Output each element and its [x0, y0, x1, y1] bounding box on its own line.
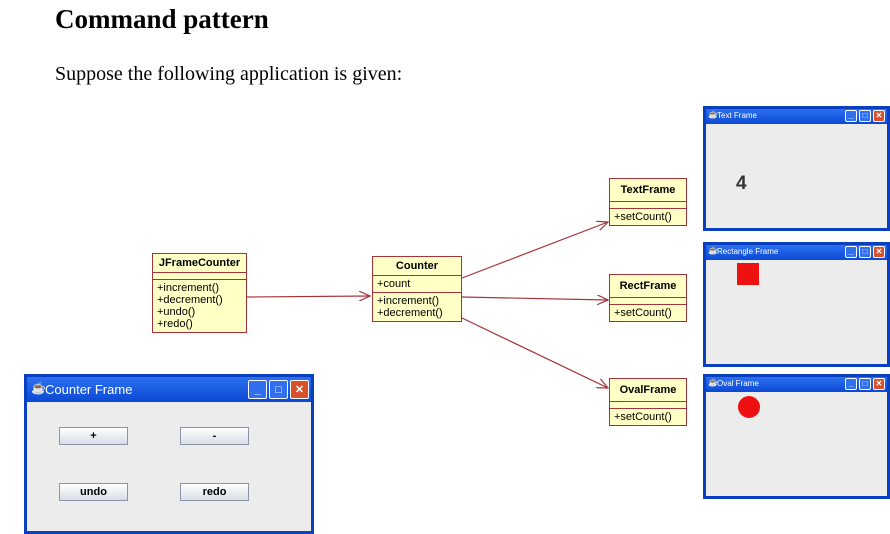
methods-section: +setCount()	[610, 209, 686, 225]
count-value: 4	[736, 173, 747, 194]
uml-class-textframe: TextFrame +setCount()	[609, 178, 687, 226]
window-title: Oval Frame	[717, 379, 759, 388]
arrow-counter-to-ovalframe	[461, 317, 608, 388]
method: +increment()	[377, 295, 440, 307]
close-icon[interactable]: ✕	[873, 246, 885, 258]
attributes-section: +count	[373, 276, 461, 293]
method: +setCount()	[614, 411, 672, 423]
class-name: TextFrame	[610, 179, 686, 202]
uml-class-counter: Counter +count +increment() +decrement()	[372, 256, 462, 322]
redo-button[interactable]: redo	[180, 483, 249, 501]
title-bar[interactable]: ☕ Counter Frame _ □ ✕	[27, 377, 311, 402]
method: +setCount()	[614, 307, 672, 319]
window-title: Counter Frame	[45, 382, 133, 397]
java-cup-icon: ☕	[708, 378, 718, 387]
maximize-icon[interactable]: □	[859, 110, 871, 122]
maximize-icon[interactable]: □	[269, 380, 288, 399]
methods-section: +increment() +decrement() +undo() +redo(…	[153, 280, 246, 332]
java-cup-icon: ☕	[708, 246, 718, 255]
class-name: OvalFrame	[610, 379, 686, 402]
minimize-icon[interactable]: _	[845, 246, 857, 258]
title-bar[interactable]: ☕ Oval Frame _ □ ✕	[706, 377, 887, 392]
intro-text: Suppose the following application is giv…	[55, 63, 403, 85]
increment-button[interactable]: +	[59, 427, 128, 445]
oval-frame-window: ☕ Oval Frame _ □ ✕	[703, 374, 890, 499]
method: +increment()	[157, 282, 220, 294]
uml-class-rectframe: RectFrame +setCount()	[609, 274, 687, 322]
minimize-icon[interactable]: _	[845, 378, 857, 390]
maximize-icon[interactable]: □	[859, 378, 871, 390]
uml-class-ovalframe: OvalFrame +setCount()	[609, 378, 687, 426]
java-cup-icon: ☕	[708, 110, 718, 119]
red-oval	[738, 396, 760, 418]
title-bar[interactable]: ☕ Rectangle Frame _ □ ✕	[706, 245, 887, 260]
method: +redo()	[157, 318, 193, 330]
method: +decrement()	[157, 294, 223, 306]
attribute: +count	[377, 278, 411, 290]
text-frame-window: ☕ Text Frame _ □ ✕ 4	[703, 106, 890, 231]
close-icon[interactable]: ✕	[290, 380, 309, 399]
arrow-counter-to-rectframe	[461, 297, 608, 300]
arrow-jframecounter-to-counter	[246, 296, 370, 297]
red-rectangle	[737, 263, 759, 285]
methods-section: +increment() +decrement()	[373, 293, 461, 321]
title-bar[interactable]: ☕ Text Frame _ □ ✕	[706, 109, 887, 124]
attributes-section	[610, 202, 686, 209]
minimize-icon[interactable]: _	[248, 380, 267, 399]
attributes-section	[610, 298, 686, 305]
class-name: Counter	[373, 257, 461, 276]
method: +setCount()	[614, 211, 672, 223]
maximize-icon[interactable]: □	[859, 246, 871, 258]
arrow-counter-to-textframe	[461, 222, 608, 279]
class-name: RectFrame	[610, 275, 686, 298]
uml-class-jframecounter: JFrameCounter +increment() +decrement() …	[152, 253, 247, 333]
methods-section: +setCount()	[610, 409, 686, 425]
rectangle-frame-window: ☕ Rectangle Frame _ □ ✕	[703, 242, 890, 367]
page-title: Command pattern	[55, 4, 269, 34]
class-name: JFrameCounter	[153, 254, 246, 273]
attributes-section	[153, 273, 246, 280]
close-icon[interactable]: ✕	[873, 378, 885, 390]
method: +undo()	[157, 306, 196, 318]
undo-button[interactable]: undo	[59, 483, 128, 501]
counter-frame-window: ☕ Counter Frame _ □ ✕ + - undo redo	[24, 374, 314, 534]
method: +decrement()	[377, 307, 443, 319]
minimize-icon[interactable]: _	[845, 110, 857, 122]
window-title: Text Frame	[717, 111, 758, 120]
close-icon[interactable]: ✕	[873, 110, 885, 122]
window-title: Rectangle Frame	[717, 247, 779, 256]
java-cup-icon: ☕	[31, 381, 46, 395]
decrement-button[interactable]: -	[180, 427, 249, 445]
attributes-section	[610, 402, 686, 409]
methods-section: +setCount()	[610, 305, 686, 321]
